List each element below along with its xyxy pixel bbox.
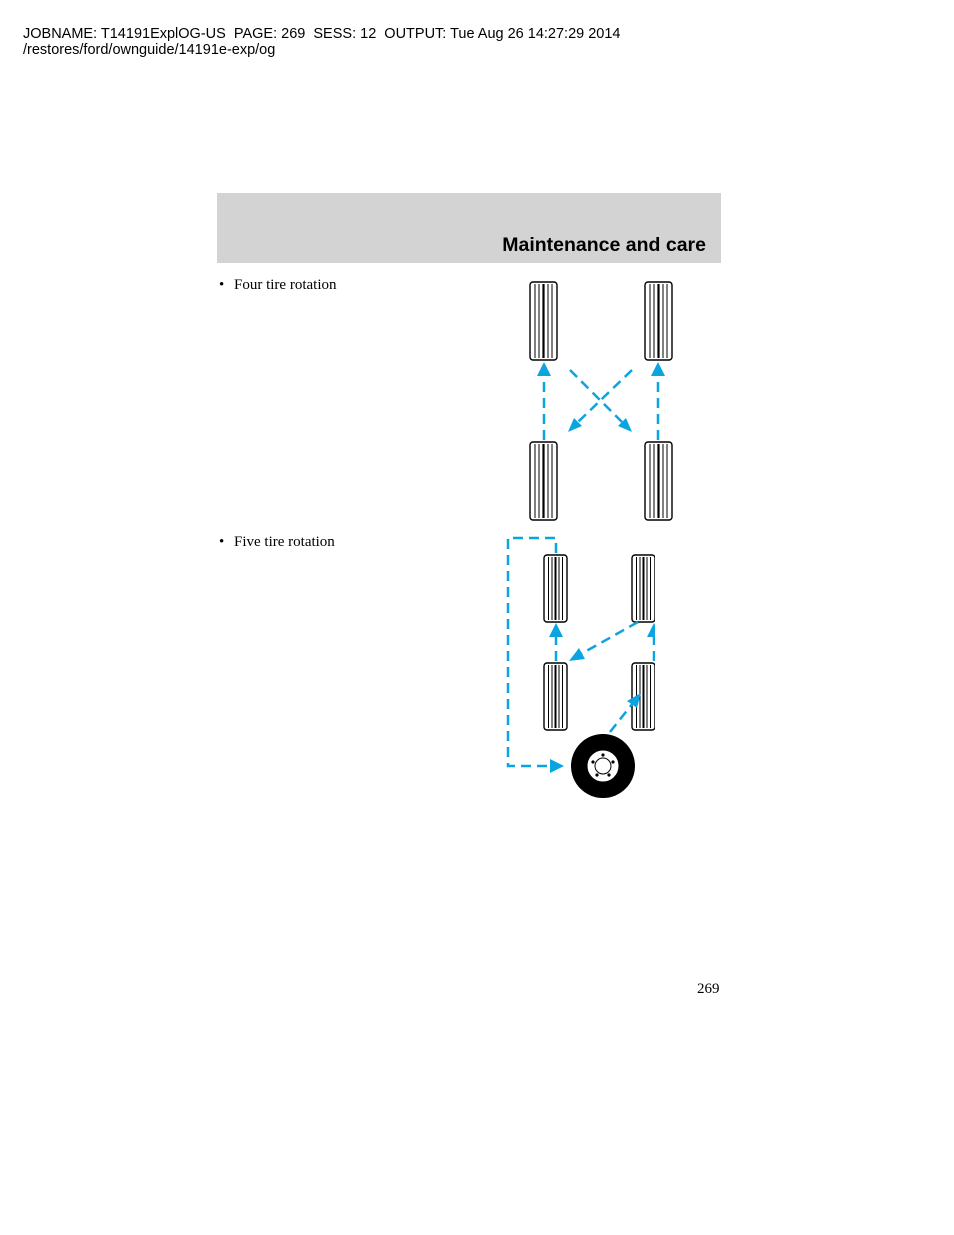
section-header-band: Maintenance and care xyxy=(217,193,721,263)
spare-tire-icon xyxy=(571,734,635,798)
arrowhead-icon xyxy=(651,362,665,376)
bullet-dot: • xyxy=(219,277,225,293)
arrowhead-icon xyxy=(627,693,641,708)
bullet-five-tire-rotation: • Five tire rotation xyxy=(219,534,335,551)
arrowhead-icon xyxy=(549,623,563,637)
arrowhead-icon xyxy=(569,648,585,661)
front-right-tire-icon xyxy=(643,280,674,362)
job-header-line-2: /restores/ford/ownguide/14191e-exp/og xyxy=(23,42,276,58)
front-left-to-rear-right-arrow xyxy=(569,369,623,423)
arrowhead-icon xyxy=(618,418,632,432)
spare-to-rear-right-arrow xyxy=(609,702,634,733)
rear-left-tire-icon xyxy=(543,662,568,731)
five-tire-rotation-diagram xyxy=(506,536,655,798)
arrowhead-icon xyxy=(568,418,582,432)
front-left-to-spare-arrow xyxy=(506,536,558,768)
arrowhead-icon xyxy=(550,759,564,773)
job-header: JOBNAME: T14191ExplOG-US PAGE: 269 SESS:… xyxy=(23,26,621,58)
front-left-tire-icon xyxy=(543,554,568,623)
front-right-to-rear-left-arrow xyxy=(577,369,633,423)
four-tire-rotation-label: Four tire rotation xyxy=(234,277,337,293)
page-number: 269 xyxy=(697,981,720,997)
section-title: Maintenance and care xyxy=(502,234,706,256)
front-right-to-rear-left-arrow xyxy=(580,620,639,656)
five-tire-rotation-label: Five tire rotation xyxy=(234,534,335,550)
bullet-dot: • xyxy=(219,534,225,550)
rotation-arrows xyxy=(506,536,655,773)
front-right-tire-icon xyxy=(631,554,655,623)
front-left-tire-icon xyxy=(528,280,559,362)
rotation-arrows xyxy=(537,362,665,440)
job-header-line-1: JOBNAME: T14191ExplOG-US PAGE: 269 SESS:… xyxy=(23,26,621,42)
four-tire-rotation-diagram xyxy=(528,280,674,522)
rear-right-tire-icon xyxy=(643,440,674,522)
rear-left-tire-icon xyxy=(528,440,559,522)
arrowhead-icon xyxy=(537,362,551,376)
arrowhead-icon xyxy=(647,623,655,637)
bullet-four-tire-rotation: • Four tire rotation xyxy=(219,277,336,294)
